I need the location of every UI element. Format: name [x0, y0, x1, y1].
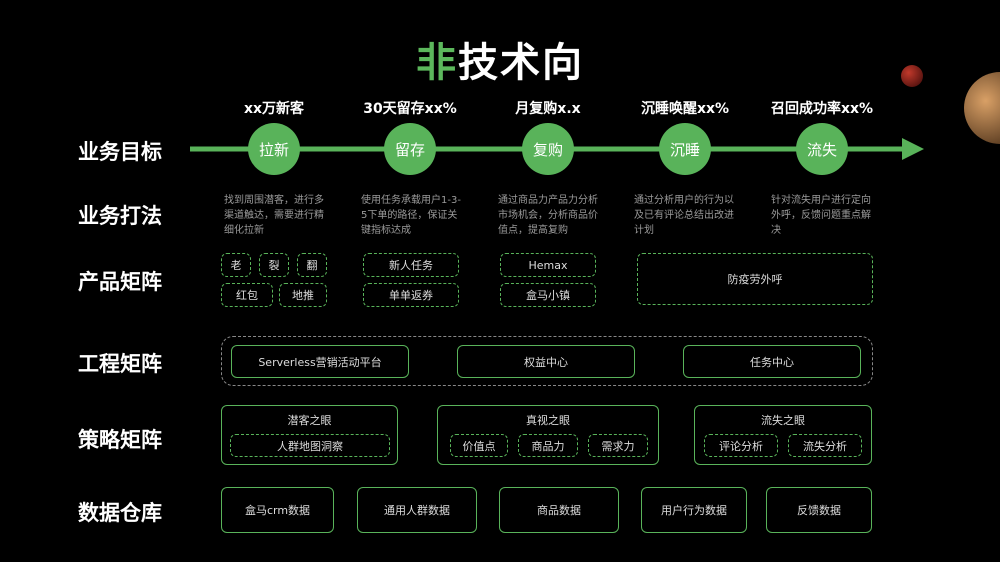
product-box-ditui: 地推: [279, 283, 327, 307]
row-label-engineering: 工程矩阵: [78, 352, 162, 376]
goal-label-2: 30天留存xx%: [363, 101, 457, 117]
warehouse-box-crowd: 通用人群数据: [357, 487, 477, 533]
warehouse-box-crm: 盒马crm数据: [221, 487, 334, 533]
strategy-item-review-analysis: 评论分析: [704, 434, 778, 457]
product-box-town: 盒马小镇: [500, 283, 596, 307]
product-box-lie: 裂: [259, 253, 289, 277]
strategy-item-crowd-map: 人群地图洞察: [230, 434, 390, 457]
tactic-desc-2: 使用任务承载用户1-3-5下单的路径，保证关键指标达成: [361, 195, 461, 236]
row-label-strategy: 策略矩阵: [78, 428, 162, 452]
product-box-lao: 老: [221, 253, 251, 277]
strategy-title-3: 流失之眼: [761, 414, 805, 427]
tactic-desc-3: 通过商品力产品力分析市场机会，分析商品价值点，提高复购: [498, 195, 598, 236]
warehouse-box-product: 商品数据: [499, 487, 619, 533]
goal-label-5: 召回成功率xx%: [770, 101, 874, 117]
strategy-item-churn-analysis: 流失分析: [788, 434, 862, 457]
strategy-item-product-power: 商品力: [518, 434, 578, 457]
engineering-frame: [221, 336, 873, 386]
red-planet-icon: [901, 65, 923, 87]
goal-label-4: 沉睡唤醒xx%: [640, 101, 730, 117]
product-box-hongbao: 红包: [221, 283, 273, 307]
product-box-newuser-task: 新人任务: [363, 253, 459, 277]
stage-node-2: 留存: [384, 123, 436, 175]
stage-node-5: 流失: [796, 123, 848, 175]
tactic-desc-1: 找到周围潜客，进行多渠道触达，需要进行精细化拉新: [224, 195, 324, 236]
orange-planet-icon: [964, 72, 1000, 144]
strategy-item-value: 价值点: [450, 434, 508, 457]
product-box-hemax: Hemax: [500, 253, 596, 277]
row-label-goals: 业务目标: [78, 140, 162, 164]
strategy-item-demand: 需求力: [588, 434, 648, 457]
eng-box-task-center: 任务中心: [683, 345, 861, 378]
eng-box-rights-center: 权益中心: [457, 345, 635, 378]
goal-label-1: xx万新客: [243, 101, 305, 117]
strategy-title-1: 潜客之眼: [287, 414, 332, 427]
product-box-outbound-call: 防疫劳外呼: [637, 253, 873, 305]
stage-node-3: 复购: [522, 123, 574, 175]
strategy-group-3: 流失之眼: [694, 405, 872, 465]
tactic-desc-5: 针对流失用户进行定向外呼，反馈问题重点解决: [771, 195, 871, 236]
page-title: 非技术向: [416, 40, 584, 86]
product-box-coupon: 单单返券: [363, 283, 459, 307]
strategy-group-2: 真视之眼: [437, 405, 659, 465]
stage-node-4: 沉睡: [659, 123, 711, 175]
row-label-warehouse: 数据仓库: [78, 501, 162, 525]
tactic-desc-4: 通过分析用户的行为以及已有评论总结出改进计划: [634, 195, 734, 236]
stage-node-1: 拉新: [248, 123, 300, 175]
row-label-product: 产品矩阵: [78, 270, 162, 294]
timeline-arrow-icon: [902, 138, 924, 160]
row-label-tactics: 业务打法: [78, 204, 162, 228]
eng-box-serverless: Serverless营销活动平台: [231, 345, 409, 378]
strategy-title-2: 真视之眼: [526, 414, 570, 427]
strategy-group-1: 潜客之眼: [221, 405, 398, 465]
warehouse-box-behavior: 用户行为数据: [641, 487, 747, 533]
goal-label-3: 月复购x.x: [515, 101, 581, 117]
warehouse-box-feedback: 反馈数据: [766, 487, 872, 533]
product-box-fan: 翻: [297, 253, 327, 277]
